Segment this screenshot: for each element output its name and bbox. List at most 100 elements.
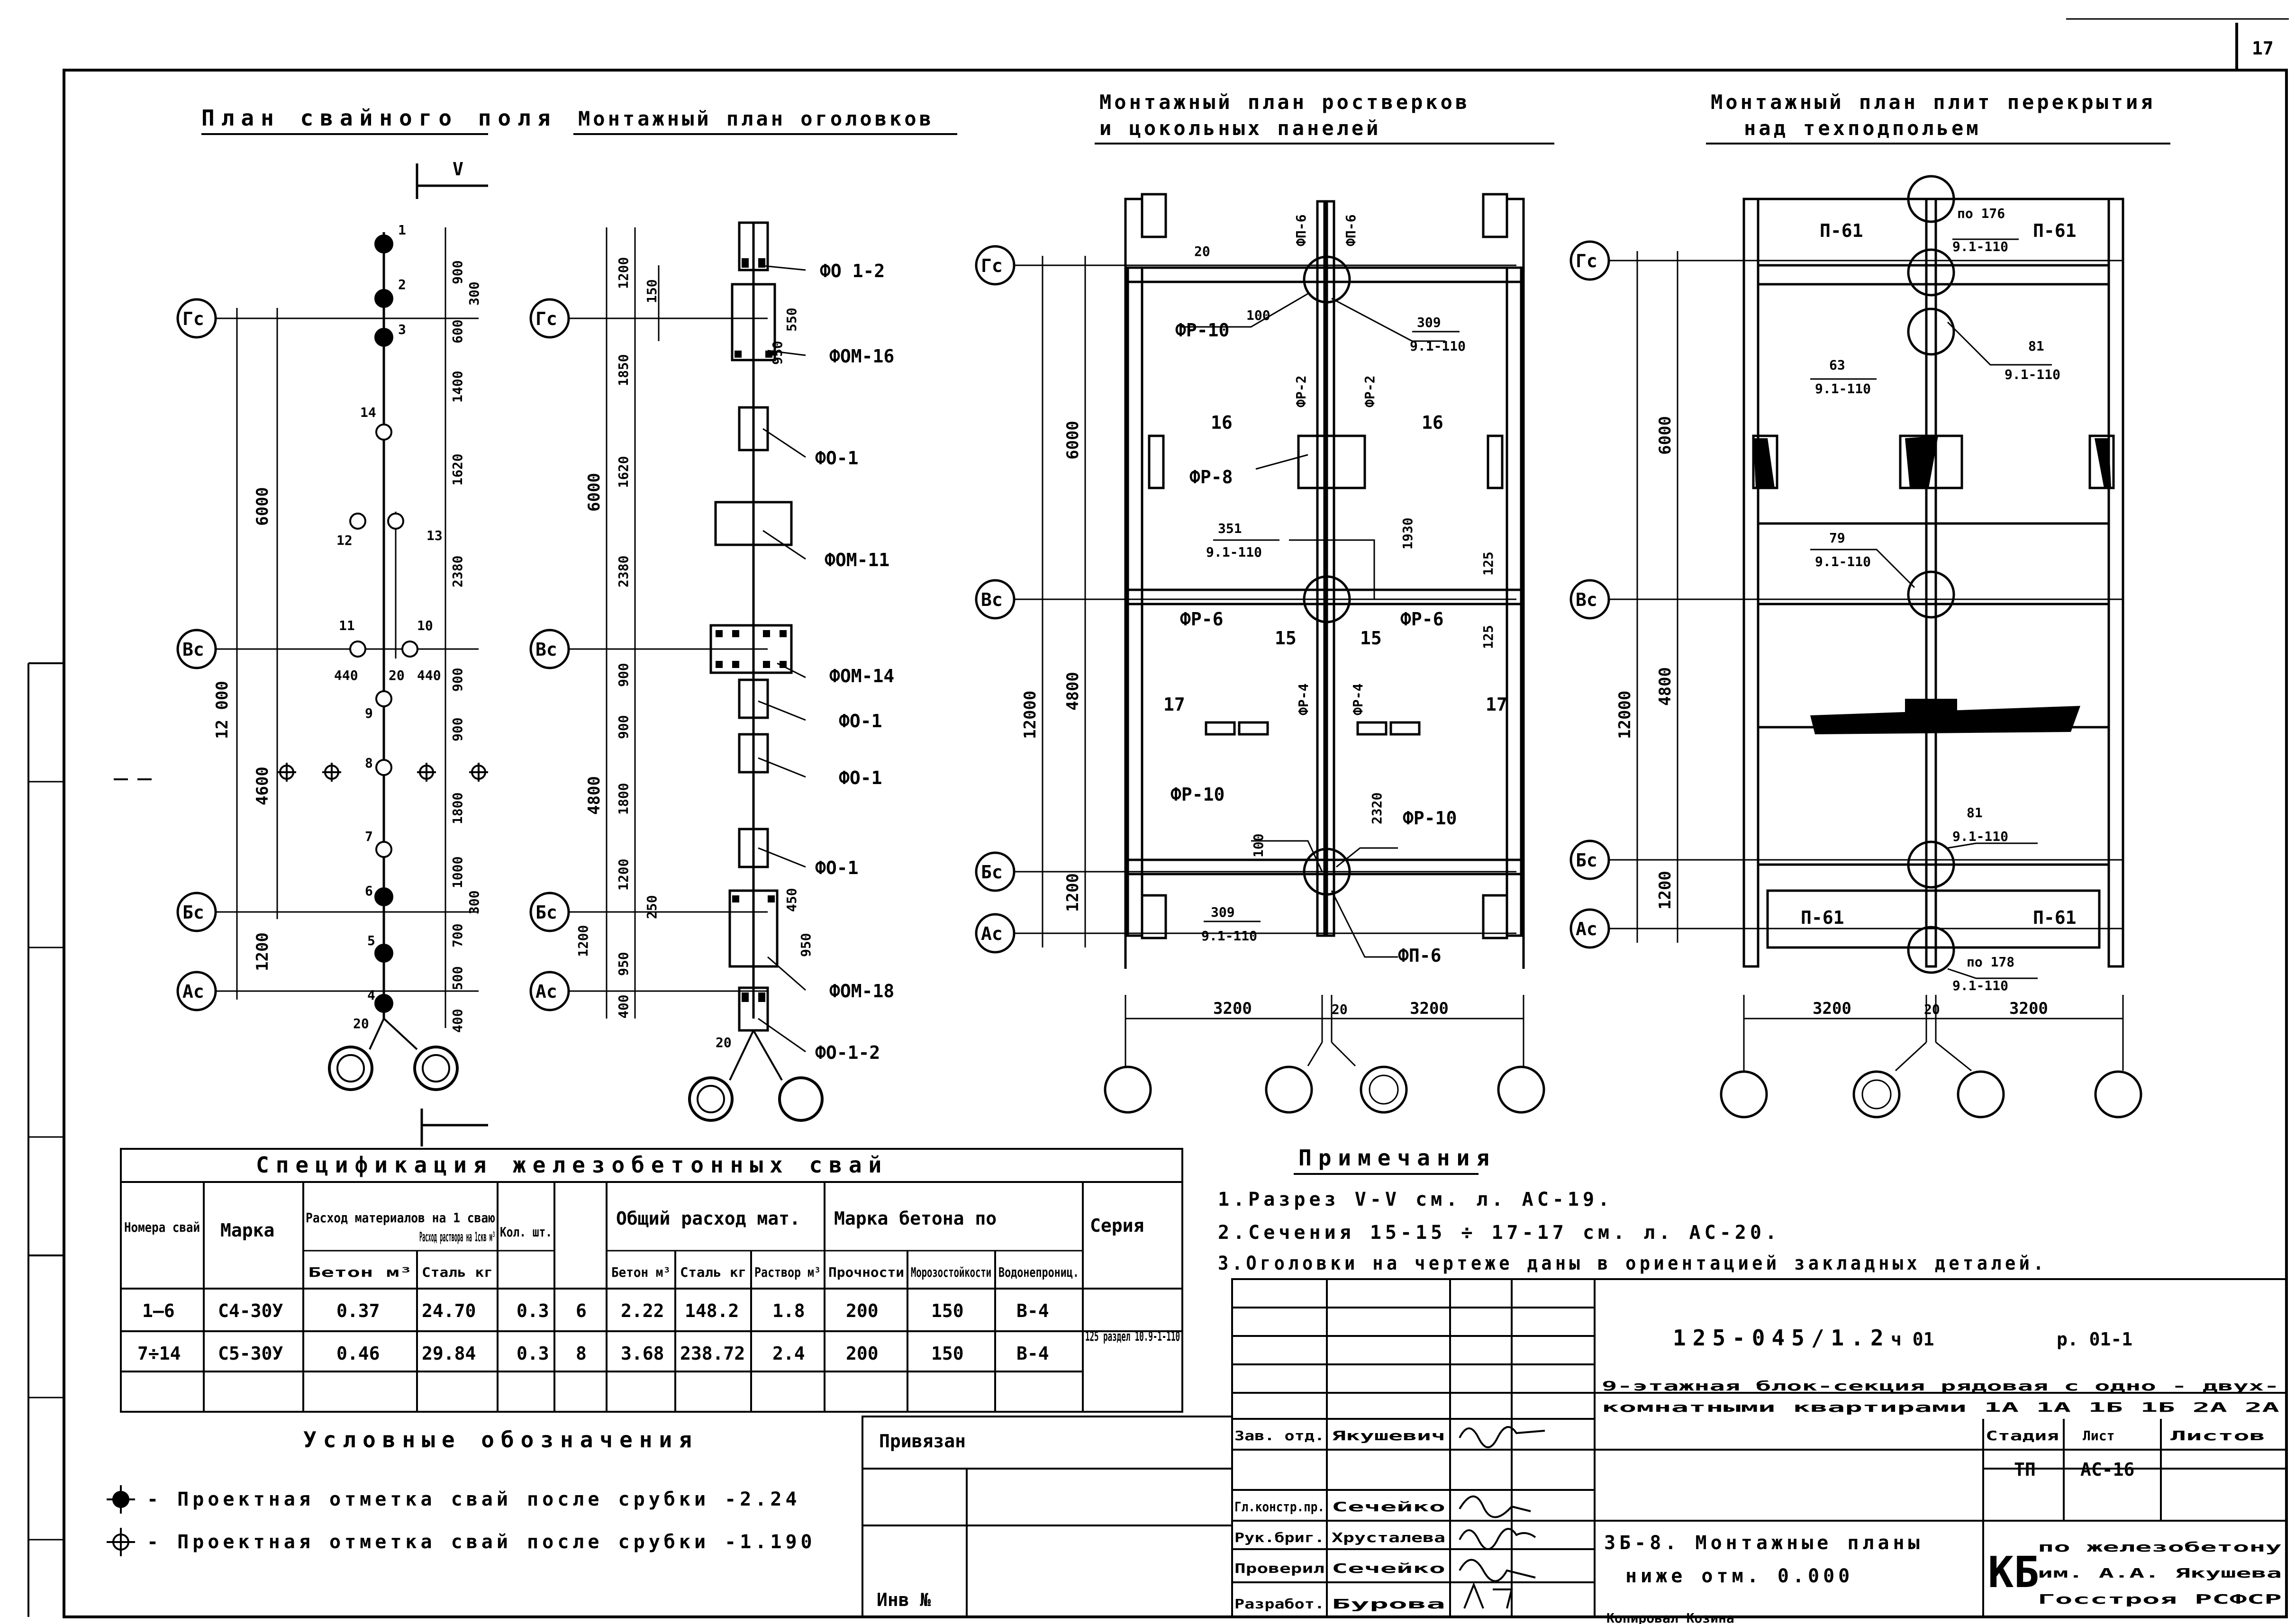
notes-title: Примечания: [1298, 1145, 1496, 1171]
slab-title-1: Монтажный план плит перекрытия: [1711, 90, 2156, 114]
notes: Примечания 1.Разрез V-V см. л. АС-19. 2.…: [1218, 1145, 2043, 1274]
org-line: по железобетону: [2038, 1539, 2282, 1555]
dim-text: 1850: [616, 354, 631, 386]
section-mark: 17: [1163, 694, 1185, 715]
sig-name: Якушевич: [1332, 1428, 1445, 1444]
dim-text: 300: [466, 281, 482, 306]
table-cell: 148.2: [685, 1300, 739, 1321]
dim-text: 1400: [450, 371, 465, 403]
slab-walls: [1742, 175, 2124, 974]
note-item: 2.Сечения 15-15 ÷ 17-17 см. л. АС-20.: [1218, 1222, 1780, 1244]
section-mark: 16: [1211, 412, 1233, 433]
dim-text: 3200: [1813, 999, 1851, 1018]
table-cell: 200: [846, 1300, 879, 1321]
dim-text: 3200: [2009, 999, 2048, 1018]
axis-label: Гс: [1576, 251, 1597, 271]
sub-header: Бетон м³: [611, 1264, 671, 1280]
element-label: ФР-6: [1400, 609, 1444, 630]
sig-role: Гл.констр.пр.: [1234, 1499, 1324, 1515]
caps-plan-title: Монтажный план оголовков: [578, 107, 934, 130]
dim-text: 950: [798, 933, 814, 957]
section-mark: 15: [1275, 628, 1297, 649]
cap-label: ФО 1-2: [820, 261, 885, 281]
dim-text: 4800: [585, 776, 604, 815]
slab-label: П-61: [1801, 907, 1844, 928]
org-line: им. А.А. Якушева: [2038, 1565, 2282, 1581]
axis-label: Вс: [182, 639, 204, 660]
org-line: Госстроя РСФСР: [2038, 1591, 2282, 1607]
grillage-title-1: Монтажный план ростверков: [1099, 90, 1470, 114]
element-label: ФП-6: [1343, 215, 1359, 246]
axis-label: Ас: [182, 981, 204, 1002]
pile-number: 11: [339, 618, 355, 633]
dim-text: 900: [450, 668, 465, 692]
node-ref-num: по 176: [1957, 206, 2005, 221]
table-cell: 2.4: [772, 1343, 805, 1364]
element-label: ФР-4: [1350, 684, 1366, 715]
dim-text: 1200: [1656, 871, 1675, 910]
node-ref-series: 9.1-110: [1952, 829, 2008, 844]
dim-text: 1930: [1400, 518, 1415, 550]
legend-item: - Проектная отметка свай после срубки -1…: [147, 1531, 816, 1553]
node-ref-num: 309: [1211, 904, 1235, 920]
dim-text: 12 000: [213, 681, 232, 739]
dim-text: 20: [353, 1016, 369, 1031]
dim-text: 550: [784, 307, 799, 332]
table-cell: 0.3: [517, 1343, 549, 1364]
dim-text: 700: [450, 923, 465, 947]
dim-text: 100: [1251, 833, 1266, 857]
slab-hatching: [1753, 436, 2111, 734]
dim-text: 1200: [616, 257, 631, 289]
table-cell: 2.22: [621, 1300, 664, 1321]
dim-text: 150: [644, 279, 660, 303]
title-block: Привязан Инв № 125-045/1.2 ч 01 р. 01-1 …: [862, 1278, 2287, 1624]
part: ч 01: [1891, 1329, 1934, 1350]
table-cell: 3.68: [621, 1343, 664, 1364]
element-label: ФР-6: [1180, 609, 1224, 630]
table-cell: 8: [576, 1343, 587, 1364]
axis-label: Ас: [981, 923, 1003, 944]
sig-role: Рук.бриг.: [1234, 1530, 1324, 1545]
node-ref-series: 9.1-110: [1201, 928, 1257, 944]
pile-field-plan: План свайного поля V Гс Вс Бс Ас: [114, 105, 551, 1146]
pile-number: 4: [367, 987, 375, 1003]
col-header: Расход материалов на 1 сваю: [306, 1210, 495, 1226]
cap-label: ФО-1: [815, 857, 859, 878]
sub-header: Морозостойкости: [911, 1264, 991, 1280]
pile-number: 5: [367, 933, 375, 948]
doc-code: 125-045/1.2: [1673, 1325, 1890, 1351]
element-label: ФР-2: [1293, 376, 1309, 407]
table-cell: В-4: [1016, 1300, 1049, 1321]
dim-text: 20: [1194, 244, 1210, 259]
table-cell: 29.84: [422, 1343, 476, 1364]
table-cell: С5-30У: [218, 1343, 283, 1364]
dim-text: 3200: [1213, 999, 1252, 1018]
dim-text: 20: [389, 668, 405, 683]
dim-text: 1620: [450, 454, 465, 486]
cap-label: ФОМ-11: [825, 550, 889, 570]
table-cell: С4-30У: [218, 1300, 283, 1321]
project-line-2: комнатными квартирами 1А 1А 1Б 1Б 2А 2А: [1602, 1399, 2279, 1415]
note-item: 1.Разрез V-V см. л. АС-19.: [1218, 1189, 1613, 1210]
dim-text: 500: [450, 966, 465, 990]
sheets-label: Листов: [2170, 1428, 2265, 1444]
sig-name: Сечейко: [1332, 1561, 1445, 1576]
dim-text: 1800: [450, 793, 465, 824]
node-ref-series: 9.1-110: [1815, 381, 1871, 397]
axis-label: Бс: [535, 902, 557, 923]
project-line-1: 9-этажная блок-секция рядовая с одно - д…: [1602, 1378, 2279, 1394]
sheet-label: Лист: [2083, 1428, 2114, 1444]
table-cell: 0.3: [517, 1300, 549, 1321]
dim-text: 20: [1924, 1001, 1940, 1017]
dim-text: 1000: [450, 857, 465, 888]
dim-text: 1200: [253, 932, 272, 971]
section-mark: 15: [1360, 628, 1382, 649]
dim-text: 1200: [1063, 873, 1082, 912]
sub-header: Прочности: [828, 1264, 904, 1280]
table-cell: 200: [846, 1343, 879, 1364]
sub-header: Бетон м³: [308, 1264, 412, 1280]
node-ref-series: 9.1-110: [1410, 338, 1466, 354]
section-mark-top: [416, 163, 488, 199]
slab-label: П-61: [1820, 220, 1863, 241]
